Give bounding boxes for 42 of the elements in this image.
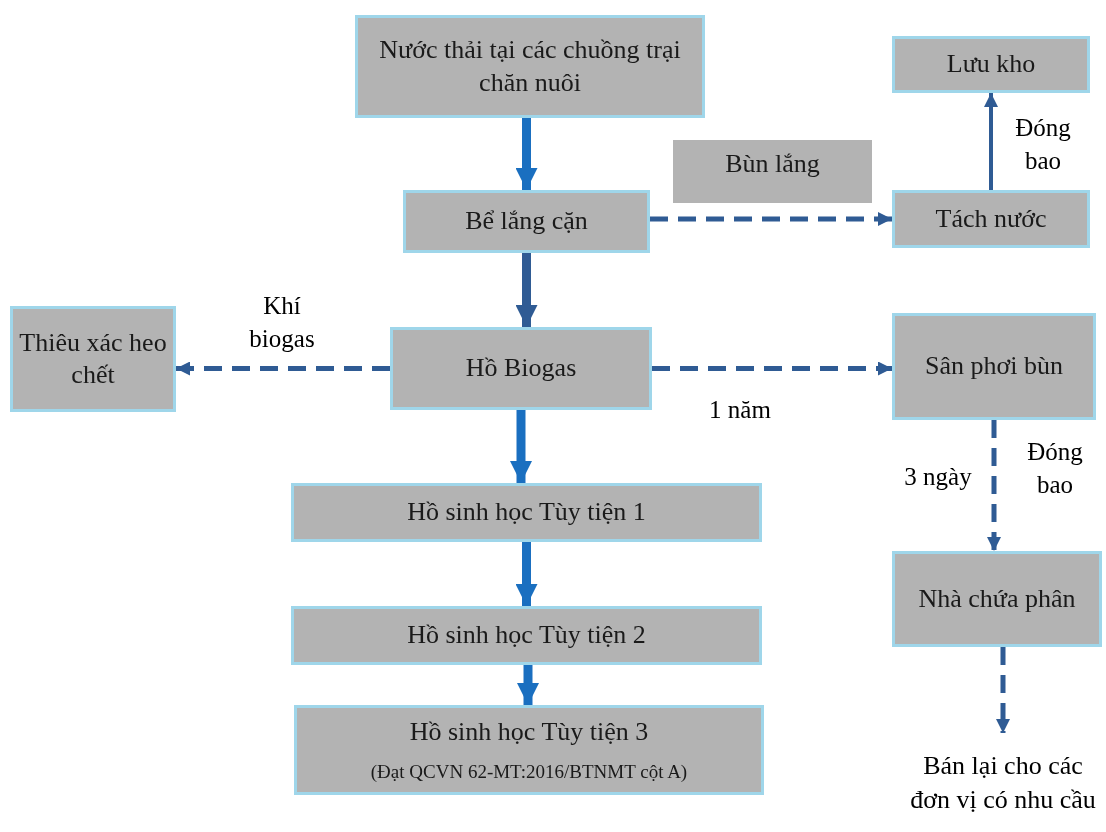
label-box bbox=[673, 140, 872, 203]
process-box bbox=[403, 190, 650, 253]
process-box bbox=[390, 327, 652, 410]
node-text: Thiêu xác heo chết bbox=[18, 326, 168, 391]
process-box bbox=[294, 705, 764, 795]
node-text: Lưu kho bbox=[946, 48, 1036, 81]
node-text: Hồ sinh học Tùy tiện 2 bbox=[407, 619, 646, 652]
arrow bbox=[510, 410, 532, 483]
process-box bbox=[892, 36, 1090, 93]
arrow bbox=[996, 647, 1010, 733]
edge-label: 1 năm bbox=[708, 395, 772, 425]
node-text: Bể lắng cặn bbox=[465, 205, 588, 238]
arrow bbox=[515, 253, 538, 327]
node-text: Hồ Biogas bbox=[465, 352, 577, 385]
node-text: Hồ sinh học Tùy tiện 1 bbox=[407, 496, 646, 529]
arrow bbox=[650, 212, 892, 226]
node-subtext: (Đạt QCVN 62-MT:2016/BTNMT cột A) bbox=[370, 760, 688, 785]
arrow bbox=[517, 665, 539, 705]
arrow bbox=[515, 118, 538, 190]
arrow bbox=[176, 361, 390, 376]
arrow bbox=[652, 361, 892, 376]
node-text: Nhà chứa phân bbox=[918, 582, 1076, 615]
node-text: Nước thải tại các chuồng trại chăn nuôi bbox=[378, 34, 682, 99]
arrow bbox=[987, 420, 1001, 551]
edge-label: Khí biogas bbox=[248, 291, 316, 354]
note-text: Đóng bao bbox=[1026, 437, 1084, 500]
process-box bbox=[355, 15, 705, 118]
node-text: Tách nước bbox=[935, 202, 1047, 235]
arrow bbox=[515, 542, 538, 606]
node-text: Bán lại cho các đơn vị có nhu cầu bbox=[909, 749, 1097, 816]
process-box bbox=[291, 483, 762, 542]
process-box bbox=[892, 551, 1102, 647]
process-box bbox=[291, 606, 762, 665]
process-box bbox=[892, 313, 1096, 420]
process-box bbox=[10, 306, 176, 412]
arrow bbox=[984, 93, 998, 190]
node-text: Sân phơi bùn bbox=[925, 350, 1063, 383]
edge-label: Đóng bao bbox=[1014, 113, 1072, 176]
node-text: Hồ sinh học Tùy tiện 3 bbox=[409, 715, 649, 748]
node-text: Bùn lắng bbox=[725, 148, 820, 180]
process-box bbox=[892, 190, 1090, 248]
edge-label: 3 ngày bbox=[903, 462, 973, 492]
